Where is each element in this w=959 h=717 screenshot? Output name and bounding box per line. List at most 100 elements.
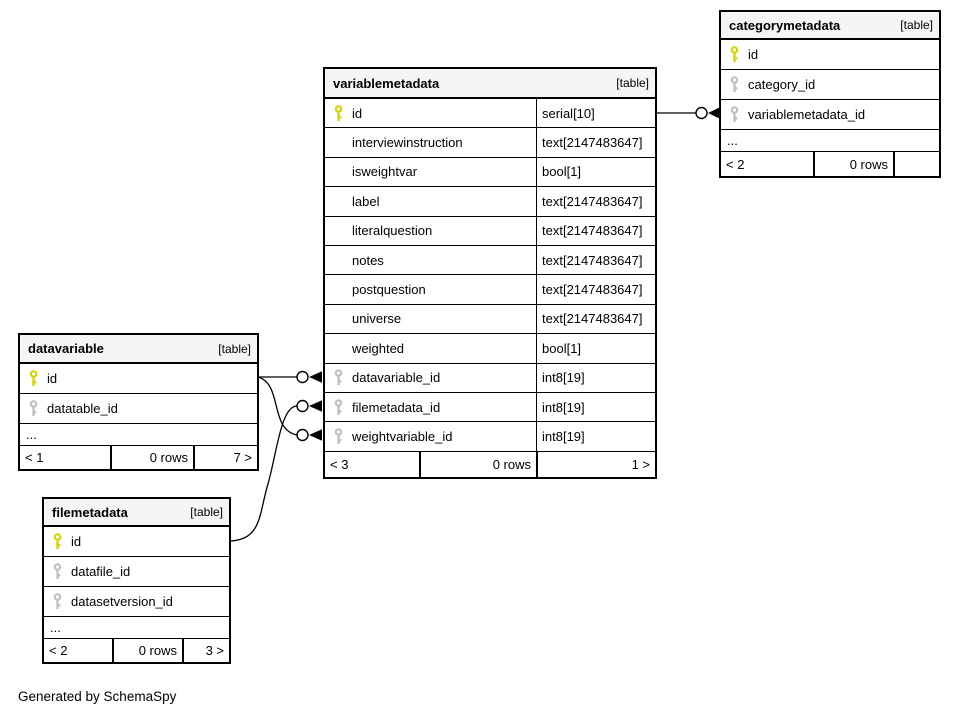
column-type: text[2147483647] (536, 128, 655, 157)
table-name[interactable]: datavariable (28, 341, 104, 356)
footer-parents-count: < 2 (721, 152, 815, 176)
column-name: weightvariable_id (352, 428, 453, 444)
column-type: int8[19] (536, 363, 655, 392)
column-name: datafile_id (71, 564, 131, 579)
column-type: text[2147483647] (536, 245, 655, 275)
column-name: id (748, 47, 759, 62)
column-type: text[2147483647] (536, 216, 655, 245)
foreign-key-icon (721, 106, 748, 123)
table-row: interviewinstruction text[2147483647] (325, 128, 655, 158)
table-row: datavariable_id int8[19] (325, 363, 655, 393)
column-name: category_id (748, 77, 816, 92)
column-type: text[2147483647] (536, 275, 655, 304)
footer-row-count: 0 rows (114, 639, 184, 662)
primary-key-icon (44, 533, 71, 550)
column-type: serial[10] (536, 99, 655, 128)
column-type: int8[19] (536, 392, 655, 422)
foreign-key-icon (325, 428, 352, 445)
more-columns-ellipsis: ... (44, 617, 229, 639)
table-row: category_id (721, 70, 939, 100)
table-row: notes text[2147483647] (325, 245, 655, 276)
foreign-key-icon (44, 593, 71, 610)
footer-children-count: 7 > (233, 450, 252, 465)
column-name: universe (352, 311, 402, 327)
column-type: bool[1] (536, 157, 655, 187)
footer-row-count: 0 rows (815, 152, 895, 176)
column-name: id (71, 534, 82, 549)
table-kind-label: [table] (218, 341, 251, 356)
table-row: datafile_id (44, 557, 229, 587)
footer-row-count: 0 rows (112, 446, 195, 469)
column-type: int8[19] (536, 422, 655, 451)
column-name: datavariable_id (352, 370, 441, 386)
column-name: weighted (352, 340, 405, 356)
table-header: datavariable [table] (20, 335, 257, 364)
footer-row-count: 0 rows (421, 451, 538, 477)
column-name: interviewinstruction (352, 135, 463, 151)
table-row: weightvariable_id int8[19] (325, 422, 655, 452)
column-name: datatable_id (47, 401, 118, 416)
table-name[interactable]: variablemetadata (333, 75, 440, 91)
column-name: id (47, 371, 58, 386)
primary-key-icon (20, 370, 47, 387)
column-name: id (352, 105, 363, 121)
column-name: literalquestion (352, 223, 433, 239)
column-name: variablemetadata_id (748, 107, 866, 122)
table-row: variablemetadata_id (721, 100, 939, 130)
table-row: isweightvar bool[1] (325, 157, 655, 188)
footer-parents-count: < 2 (44, 639, 114, 662)
table-row: filemetadata_id int8[19] (325, 392, 655, 423)
more-columns-ellipsis: ... (20, 424, 257, 446)
foreign-key-icon (44, 563, 71, 580)
column-name: label (352, 193, 380, 209)
footer-parents-count: < 3 (325, 451, 421, 477)
footer-children-count (895, 152, 939, 176)
connector-filemetadata-to-filemetadata-id (229, 399, 322, 542)
column-type: text[2147483647] (536, 304, 655, 334)
more-columns-ellipsis: ... (721, 130, 939, 152)
column-name: postquestion (352, 282, 426, 298)
foreign-key-icon (20, 400, 47, 417)
connector-datavariable-to-datavariable-id (258, 370, 322, 384)
footer-children-count: 3 > (205, 643, 224, 658)
column-name: isweightvar (352, 164, 418, 180)
table-row: id (44, 527, 229, 557)
foreign-key-icon (325, 369, 352, 386)
table-header: variablemetadata [table] (325, 69, 655, 99)
table-name[interactable]: categorymetadata (729, 17, 841, 33)
table-header: categorymetadata [table] (721, 12, 939, 40)
generator-note: Generated by SchemaSpy (18, 689, 177, 704)
table-header: filemetadata [table] (44, 499, 229, 527)
table-row: id (20, 364, 257, 394)
column-name: filemetadata_id (352, 399, 441, 415)
table-name[interactable]: filemetadata (52, 504, 128, 520)
table-kind-label: [table] (616, 76, 649, 90)
table-row: literalquestion text[2147483647] (325, 216, 655, 246)
table-kind-label: [table] (900, 18, 933, 32)
table-row: id serial[10] (325, 99, 655, 129)
foreign-key-icon (325, 398, 352, 416)
footer-parents-count: < 1 (20, 446, 112, 469)
table-row: datatable_id (20, 394, 257, 424)
table-row: id (721, 40, 939, 70)
connector-datavariable-to-weightvariable-id (257, 376, 322, 442)
table-row: postquestion text[2147483647] (325, 275, 655, 305)
foreign-key-icon (721, 76, 748, 93)
table-row: universe text[2147483647] (325, 304, 655, 335)
column-name: notes (352, 252, 384, 268)
footer-children-count: 1 > (631, 456, 650, 472)
table-kind-label: [table] (190, 505, 223, 519)
connector-variablemetadata-to-categorymetadata (656, 106, 720, 120)
primary-key-icon (325, 104, 352, 122)
